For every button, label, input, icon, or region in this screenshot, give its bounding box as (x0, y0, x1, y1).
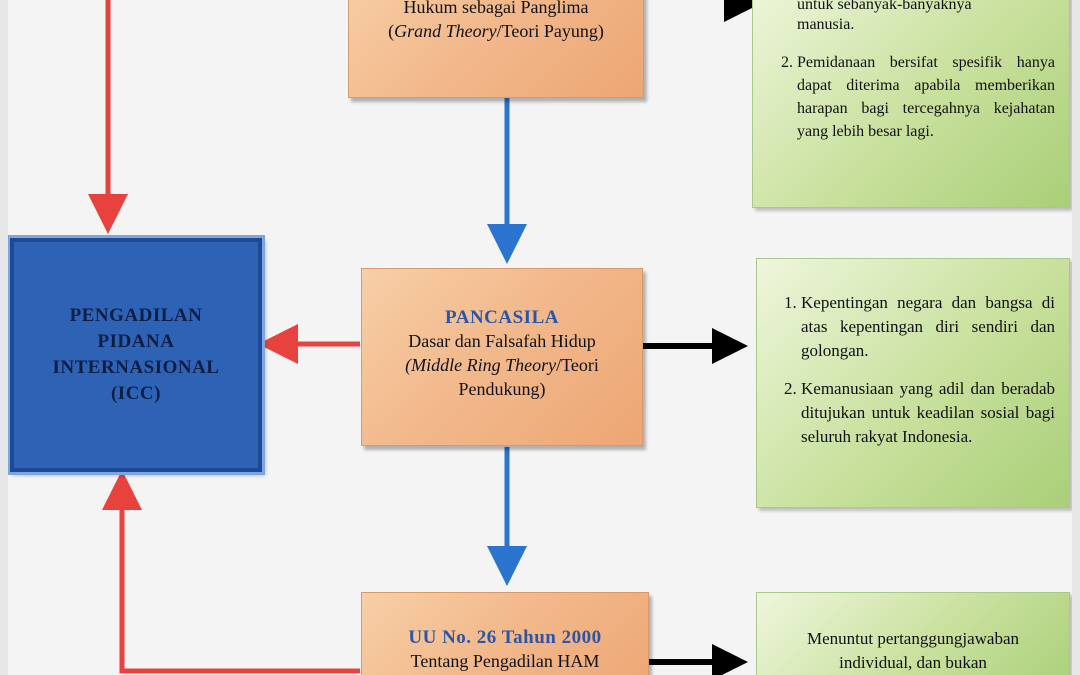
pancasila-line2-rest: /Teori (556, 355, 599, 375)
uu-title: UU No. 26 Tahun 2000 (408, 627, 602, 648)
grand-theory-line1: Hukum sebagai Panglima (403, 0, 589, 17)
grand-theory-line2: (Grand Theory/Teori Payung) (388, 21, 604, 41)
icc-line-4: (ICC) (110, 383, 161, 404)
green-bottom-line2: individual, dan bukan (839, 653, 987, 672)
red-line-uu-to-icc (119, 496, 360, 674)
grand-theory-italic: Grand Theory (394, 21, 497, 41)
icc-label: PENGADILAN PIDANA INTERNASIONAL (ICC) (53, 303, 220, 407)
connector-arrows (88, 0, 760, 675)
green-box-top: untuk sebanyak-banyaknya manusia. Pemida… (752, 0, 1070, 208)
uu-line1: Tentang Pengadilan HAM (410, 651, 600, 671)
green-middle-item-2: Kemanusiaan yang adil dan beradab dituju… (801, 377, 1055, 449)
icc-line-1: PENGADILAN (69, 305, 203, 326)
diagram-page: Hukum sebagai Panglima (Grand Theory/Teo… (8, 0, 1072, 675)
pancasila-italic: (Middle Ring Theory (405, 355, 557, 375)
pancasila-box: PANCASILA Dasar dan Falsafah Hidup (Midd… (361, 268, 643, 446)
pancasila-line3: Pendukung) (458, 379, 546, 399)
grand-theory-box: Hukum sebagai Panglima (Grand Theory/Teo… (348, 0, 644, 98)
uu-box: UU No. 26 Tahun 2000 Tentang Pengadilan … (361, 592, 649, 675)
green-top-line0: untuk sebanyak-banyaknya (797, 0, 972, 13)
green-top-line0b: manusia. (797, 16, 855, 33)
green-box-bottom: Menuntut pertanggungjawaban individual, … (756, 592, 1070, 675)
grand-theory-rest: /Teori Payung (496, 21, 598, 41)
green-bottom-line1: Menuntut pertanggungjawaban (807, 629, 1019, 648)
pancasila-line1: Dasar dan Falsafah Hidup (408, 331, 596, 351)
pancasila-line2: (Middle Ring Theory/Teori (362, 353, 642, 377)
green-middle-item-1: Kepentingan negara dan bangsa di atas ke… (801, 291, 1055, 363)
green-box-middle: Kepentingan negara dan bangsa di atas ke… (756, 258, 1070, 508)
icc-line-3: INTERNASIONAL (52, 357, 220, 378)
pancasila-title: PANCASILA (445, 307, 559, 328)
icc-line-2: PIDANA (97, 331, 175, 352)
green-top-item-2: Pemidanaan bersifat spesifik hanya dapat… (797, 51, 1055, 143)
icc-box: PENGADILAN PIDANA INTERNASIONAL (ICC) (8, 235, 265, 475)
